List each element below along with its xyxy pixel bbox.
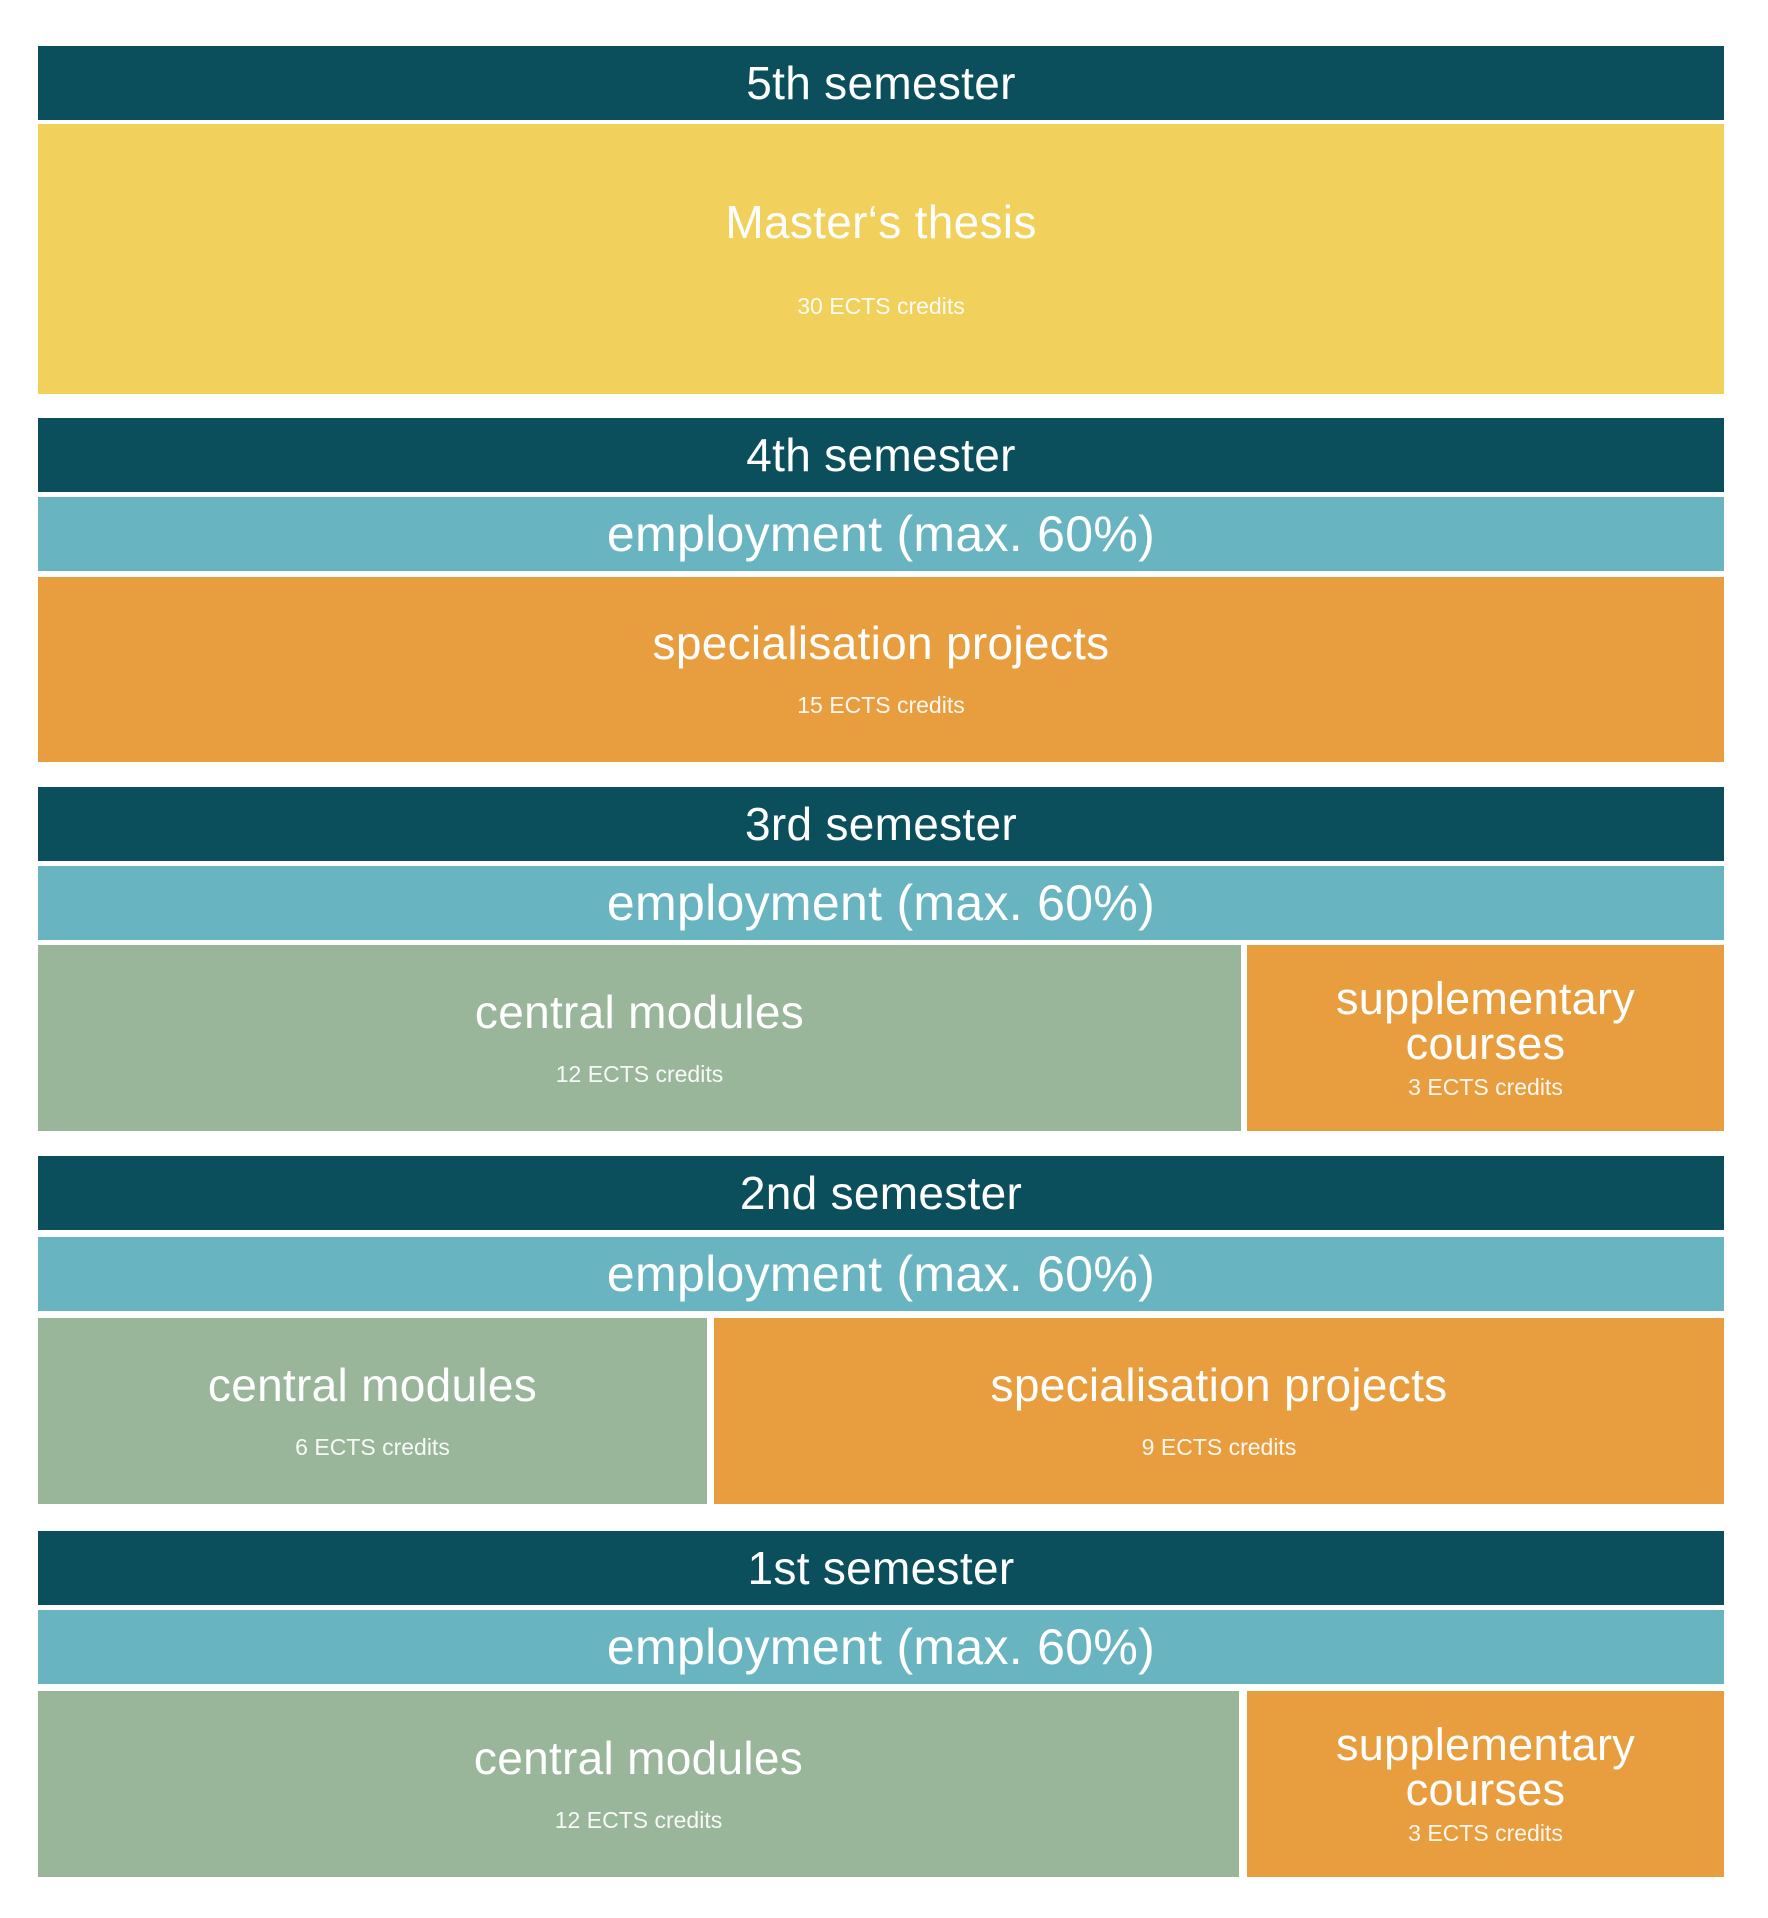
semester-2-central-credits: 6 ECTS credits [295, 1433, 450, 1460]
masters-thesis-block: Master‘s thesis 30 ECTS credits [38, 124, 1724, 394]
semester-1-employment: employment (max. 60%) [38, 1610, 1724, 1684]
masters-thesis-credits: 30 ECTS credits [797, 292, 965, 319]
semester-5-header: 5th semester [38, 46, 1724, 120]
semester-4-employment: employment (max. 60%) [38, 497, 1724, 571]
semester-1-central-title: central modules [473, 1731, 804, 1784]
semester-4-specialisation-title: specialisation projects [652, 617, 1110, 669]
semester-1-supplementary-courses: supplementary courses 3 ECTS credits [1247, 1691, 1724, 1877]
semester-2-specialisation-title: specialisation projects [990, 1358, 1448, 1411]
semester-4-specialisation-credits: 15 ECTS credits [797, 692, 965, 718]
semester-3-employment: employment (max. 60%) [38, 866, 1724, 940]
semester-2-specialisation-projects: specialisation projects 9 ECTS credits [714, 1318, 1724, 1504]
semester-3-supplementary-credits: 3 ECTS credits [1408, 1073, 1563, 1100]
semester-3-central-title: central modules [474, 985, 805, 1038]
semester-3-header: 3rd semester [38, 787, 1724, 861]
semester-2-central-modules: central modules 6 ECTS credits [38, 1318, 707, 1504]
semester-2-title: 2nd semester [739, 1167, 1023, 1219]
semester-1-central-credits: 12 ECTS credits [554, 1806, 723, 1833]
semester-3-employment-label: employment (max. 60%) [606, 875, 1156, 931]
semester-3-supplementary-title: supplementary courses [1335, 972, 1636, 1069]
semester-2-central-title: central modules [207, 1358, 538, 1411]
semester-2-specialisation-credits: 9 ECTS credits [1141, 1433, 1297, 1460]
semester-2-employment: employment (max. 60%) [38, 1237, 1724, 1311]
semester-4-title: 4th semester [746, 429, 1016, 481]
semester-4-employment-label: employment (max. 60%) [606, 506, 1156, 562]
semester-4-header: 4th semester [38, 418, 1724, 492]
semester-3-central-modules: central modules 12 ECTS credits [38, 945, 1241, 1131]
semester-1-title: 1st semester [747, 1542, 1015, 1594]
semester-1-employment-label: employment (max. 60%) [606, 1619, 1156, 1675]
semester-2-header: 2nd semester [38, 1156, 1724, 1230]
semester-1-central-modules: central modules 12 ECTS credits [38, 1691, 1239, 1877]
semester-5-title: 5th semester [746, 57, 1016, 109]
semester-1-header: 1st semester [38, 1531, 1724, 1605]
semester-2-employment-label: employment (max. 60%) [606, 1246, 1156, 1302]
semester-1-supplementary-title: supplementary courses [1335, 1718, 1636, 1815]
masters-thesis-title: Master‘s thesis [725, 195, 1037, 248]
semester-3-title: 3rd semester [744, 798, 1018, 850]
semester-1-supplementary-credits: 3 ECTS credits [1408, 1819, 1563, 1846]
semester-4-specialisation-projects: specialisation projects 15 ECTS credits [38, 577, 1724, 762]
semester-3-central-credits: 12 ECTS credits [555, 1060, 724, 1087]
semester-3-supplementary-courses: supplementary courses 3 ECTS credits [1247, 945, 1724, 1131]
